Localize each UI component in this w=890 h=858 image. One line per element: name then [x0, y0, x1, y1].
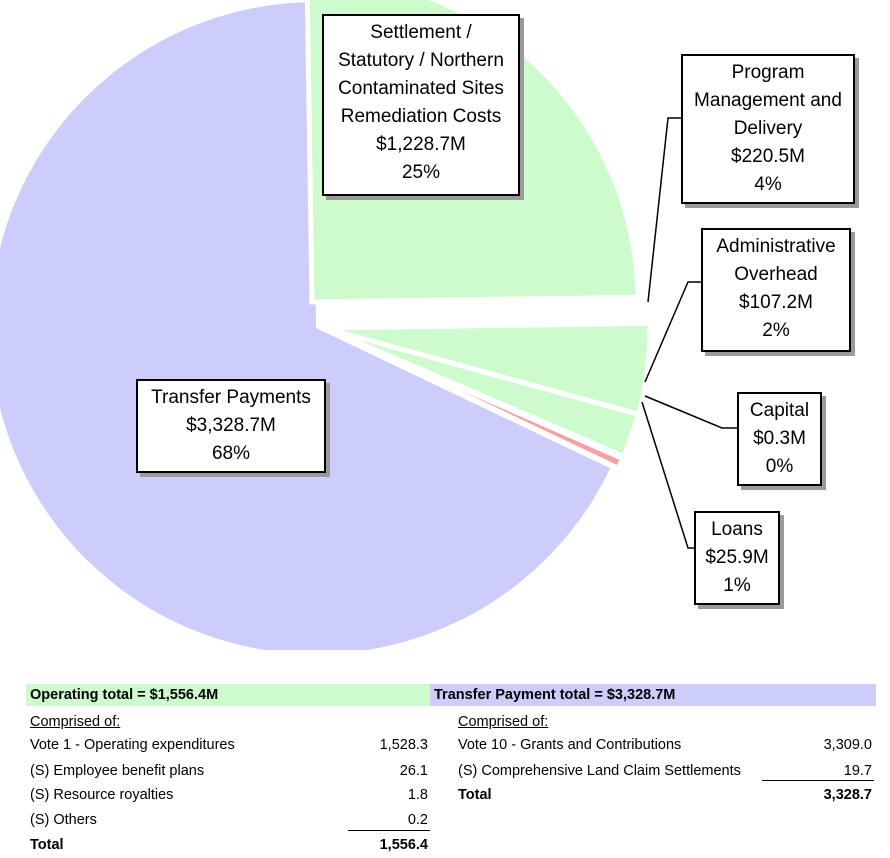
callout-transfer: Transfer Payments$3,328.7M 68%	[136, 379, 326, 473]
operating-comprised-label: Comprised of:	[30, 714, 121, 730]
operating-sum-line	[348, 830, 430, 831]
callout-loans: Loans$25.9M 1%	[694, 511, 780, 605]
slice-capital	[322, 325, 627, 462]
callout-settlement: Settlement /Statutory / Northern Contami…	[322, 14, 520, 196]
table-row: (S) Comprehensive Land Claim Settlements…	[458, 763, 872, 779]
transfer-comprised-label: Comprised of:	[458, 714, 549, 730]
operating-header: Operating total = $1,556.4M	[26, 684, 430, 706]
leader-program	[647, 117, 681, 303]
pie-chart	[0, 0, 737, 650]
callout-capital: Capital$0.3M 0%	[737, 392, 822, 486]
leader-capital	[644, 395, 737, 429]
transfer-sum-line	[762, 780, 874, 781]
leader-admin	[644, 281, 701, 383]
leader-loans	[641, 401, 694, 549]
transfer-header: Transfer Payment total = $3,328.7M	[430, 684, 876, 706]
slice-transfer	[0, 2, 611, 650]
